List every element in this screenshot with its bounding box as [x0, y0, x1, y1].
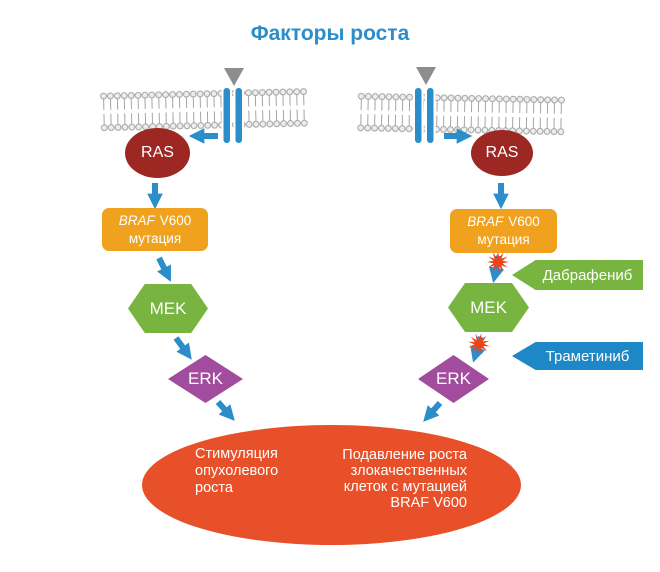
cell-membrane-left — [99, 87, 308, 132]
outcome-ellipse: Стимуляция опухолевого роста Подавление … — [142, 425, 521, 545]
arrow-erk-outcome-left — [215, 400, 235, 421]
braf-v600-node-right: BRAF V600 мутация — [450, 209, 557, 253]
outcome-text-stimulation: Стимуляция опухолевого роста — [195, 446, 279, 496]
braf-v600-node-left: BRAF V600 мутация — [102, 208, 208, 251]
braf-mutation-label: мутация — [128, 230, 182, 246]
arrow-braf-mek-left — [156, 256, 171, 282]
erk-label: ERK — [188, 369, 223, 388]
outcome-text-suppression: Подавление роста злокачественных клеток … — [342, 447, 467, 511]
ras-node-right: RAS — [471, 130, 533, 176]
drug-label-dabrafenib: Дабрафениб — [512, 260, 643, 290]
braf-gene-label: BRAF — [118, 212, 155, 228]
braf-mutation-label: мутация — [477, 232, 530, 247]
arrow-erk-outcome-right — [423, 401, 443, 422]
ligand-triangle-icon — [416, 67, 436, 85]
page-title: Факторы роста — [250, 22, 410, 45]
braf-variant-label: V600 — [508, 214, 540, 230]
inhibition-starburst-icon — [486, 250, 510, 274]
braf-variant-label: V600 — [159, 212, 192, 228]
receptor-icon — [413, 86, 436, 145]
drug-label-trametinib: Траметиниб — [512, 342, 643, 370]
ras-node-left: RAS — [125, 128, 190, 178]
mek-label: MEK — [470, 297, 507, 317]
ras-label: RAS — [141, 144, 174, 161]
arrow-mek-erk-left — [173, 336, 192, 360]
ras-label: RAS — [485, 144, 519, 161]
mek-label: MEK — [149, 298, 187, 318]
receptor-icon — [221, 86, 244, 145]
inhibition-starburst-icon — [468, 333, 490, 355]
erk-label: ERK — [436, 369, 471, 388]
cell-membrane-right — [357, 92, 565, 136]
mek-node-right: MEK — [448, 283, 529, 332]
mek-node-left: MEK — [128, 284, 208, 333]
ligand-triangle-icon — [224, 68, 244, 86]
braf-gene-label: BRAF — [467, 214, 504, 230]
